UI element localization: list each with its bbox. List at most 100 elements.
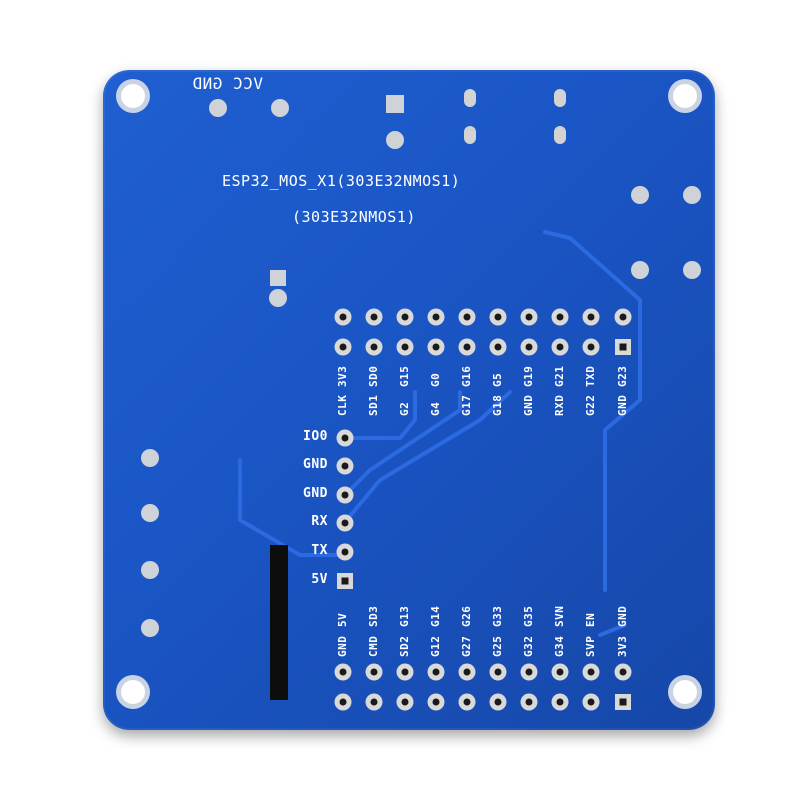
labels-top-1-label-1: SD0 xyxy=(367,365,380,387)
labels-bot-2-label-9: 3V3 xyxy=(616,635,629,657)
mount-hole-2 xyxy=(121,680,145,704)
bottom-row1-pin-8-hole xyxy=(587,668,595,676)
side-pin-header xyxy=(336,429,354,589)
labels-bot-2-label-1: CMD xyxy=(367,635,380,657)
labels-bot-2-label-4: G27 xyxy=(460,635,473,657)
labels-top-2-label-7: RXD xyxy=(553,394,566,416)
component-pad-9 xyxy=(141,504,159,522)
top-row1-pin-6-hole xyxy=(525,313,533,321)
labels-top-2-label-1: SD1 xyxy=(367,394,380,416)
antenna-strip xyxy=(270,545,288,700)
component-pad-4 xyxy=(683,186,701,204)
side-pin-4-hole xyxy=(341,548,349,556)
labels-top-1-label-3: G0 xyxy=(429,372,442,387)
labels-top-2-label-0: CLK xyxy=(336,394,349,416)
labels-top-1-label-2: G15 xyxy=(398,365,411,387)
top-row1-pin-0-hole xyxy=(339,313,347,321)
component-pad-3 xyxy=(631,186,649,204)
top-pin-header xyxy=(334,308,632,356)
labels-bot-1-label-4: G26 xyxy=(460,605,473,627)
labels-top-2-label-5: G18 xyxy=(491,394,504,416)
side-pin-5-hole xyxy=(341,577,349,585)
top-row1-pin-1-hole xyxy=(370,313,378,321)
labels-bot-2-label-8: SVP xyxy=(584,635,597,657)
top-row1-pin-4-hole xyxy=(463,313,471,321)
component-pad-0 xyxy=(209,99,227,117)
top-row2-pin-4-hole xyxy=(463,343,471,351)
labels-top-2-label-2: G2 xyxy=(398,401,411,416)
trace-3 xyxy=(343,390,512,524)
board-title: ESP32_MOS_X1(303E32NMOS1) xyxy=(222,172,461,190)
bottom-row2-pin-3-hole xyxy=(432,698,440,706)
side-header-label-5: 5V xyxy=(311,572,328,587)
oval-pad-3 xyxy=(554,126,566,144)
bottom-row1-pin-1-hole xyxy=(370,668,378,676)
top-row2-pin-8-hole xyxy=(587,343,595,351)
labels-top-1-label-7: G21 xyxy=(553,365,566,387)
labels-top-1-label-6: G19 xyxy=(522,365,535,387)
side-header-label-4: TX xyxy=(311,543,328,558)
trace-5 xyxy=(598,623,627,637)
side-header-label-0: IO0 xyxy=(303,429,328,444)
top-row2-pin-7-hole xyxy=(556,343,564,351)
top-row2-pin-3-hole xyxy=(432,343,440,351)
labels-bot-2-label-3: G12 xyxy=(429,635,442,657)
mount-hole-3 xyxy=(673,680,697,704)
side-header-label-3: RX xyxy=(311,514,328,529)
side-pin-3-hole xyxy=(341,519,349,527)
side-pin-0-hole xyxy=(341,434,349,442)
bottom-row2-pin-9-hole xyxy=(619,698,627,706)
side-pin-1-hole xyxy=(341,462,349,470)
labels-bot-1-label-0: 5V xyxy=(336,612,349,627)
labels-bot-1-label-6: G35 xyxy=(522,605,535,627)
labels-bot-1-label-7: SVN xyxy=(553,605,566,627)
mount-hole-0 xyxy=(121,84,145,108)
pcb-board xyxy=(103,70,715,730)
square-pad-top xyxy=(386,95,404,113)
square-pad-mid xyxy=(270,270,286,286)
top-row2-pin-5-hole xyxy=(494,343,502,351)
top-row1-pin-9-hole xyxy=(619,313,627,321)
bottom-row1-pin-9-hole xyxy=(619,668,627,676)
labels-top-2-label-4: G17 xyxy=(460,394,473,416)
top-row1-pin-3-hole xyxy=(432,313,440,321)
component-pad-6 xyxy=(683,261,701,279)
oval-pad-0 xyxy=(464,89,476,107)
labels-top-2-label-3: G4 xyxy=(429,401,442,416)
top-row2-pin-2-hole xyxy=(401,343,409,351)
bottom-row2-pin-0-hole xyxy=(339,698,347,706)
bottom-row2-pin-2-hole xyxy=(401,698,409,706)
labels-top-2-label-8: G22 xyxy=(584,394,597,416)
bottom-row2-pin-5-hole xyxy=(494,698,502,706)
top-row1-pin-8-hole xyxy=(587,313,595,321)
top-row2-pin-1-hole xyxy=(370,343,378,351)
mount-hole-1 xyxy=(673,84,697,108)
trace-2 xyxy=(343,390,462,497)
labels-top-2-label-6: GND xyxy=(522,394,535,416)
labels-bot-2-label-5: G25 xyxy=(491,635,504,657)
component-pad-8 xyxy=(141,449,159,467)
labels-top-1-label-8: TXD xyxy=(584,365,597,387)
board-subtitle: (303E32NMOS1) xyxy=(292,208,416,226)
labels-top-1-label-0: 3V3 xyxy=(336,365,349,387)
labels-bot-1-label-8: EN xyxy=(584,612,597,627)
labels-bot-1-label-5: G33 xyxy=(491,605,504,627)
labels-top-1-label-5: G5 xyxy=(491,372,504,387)
labels-top-1-label-9: G23 xyxy=(616,365,629,387)
bottom-row2-pin-4-hole xyxy=(463,698,471,706)
top-row1-pin-5-hole xyxy=(494,313,502,321)
bottom-row2-pin-6-hole xyxy=(525,698,533,706)
bottom-row1-pin-0-hole xyxy=(339,668,347,676)
bottom-row1-pin-7-hole xyxy=(556,668,564,676)
top-row2-pin-0-hole xyxy=(339,343,347,351)
labels-top-2-label-9: GND xyxy=(616,394,629,416)
labels-top-1-label-4: G16 xyxy=(460,365,473,387)
trace-1 xyxy=(343,390,417,440)
top-row1-pin-2-hole xyxy=(401,313,409,321)
component-pad-1 xyxy=(271,99,289,117)
side-header-label-2: GND xyxy=(303,486,328,501)
bottom-row2-pin-8-hole xyxy=(587,698,595,706)
oval-pad-1 xyxy=(554,89,566,107)
